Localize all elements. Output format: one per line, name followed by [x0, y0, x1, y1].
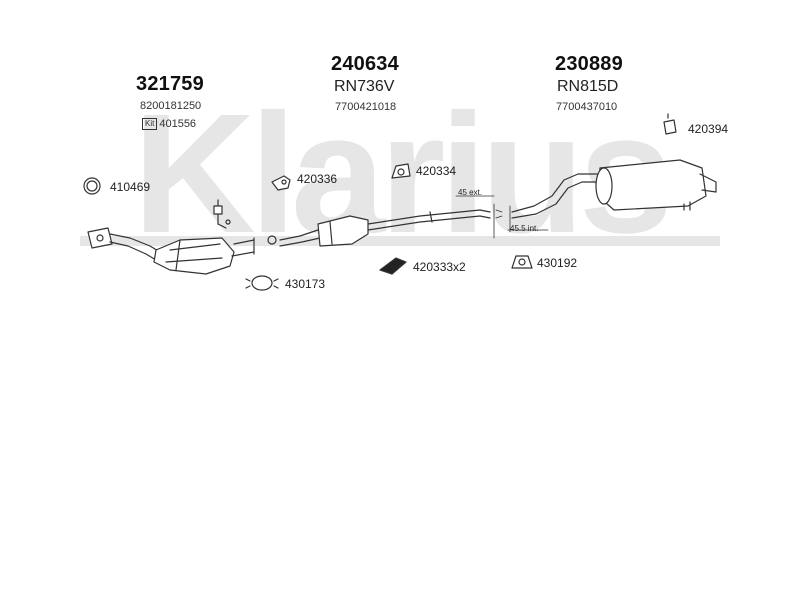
bracket-420336-icon [271, 175, 291, 191]
hanger-420394-icon [663, 113, 677, 135]
oe-number-7700421018: 7700421018 [335, 101, 397, 113]
lambda-sensor-icon [213, 199, 231, 229]
mount-420334-icon [391, 163, 411, 179]
clamp-430173-icon [245, 275, 279, 291]
ring-icon [267, 235, 277, 245]
part-number-230889: 230889 [555, 53, 623, 75]
fitting-label-420334: 420334 [416, 164, 457, 178]
fitting-label-430173: 430173 [285, 277, 326, 291]
rear-silencer-icon [511, 159, 717, 219]
kit-badge: Kit [142, 118, 158, 130]
ref-rn815d: RN815D [557, 78, 619, 95]
centre-silencer-icon [279, 209, 491, 247]
catalytic-converter-icon [109, 233, 255, 275]
fitting-label-420336: 420336 [297, 172, 338, 186]
oe-number-8200181250: 8200181250 [140, 100, 202, 112]
ref-rn736v: RN736V [334, 78, 395, 95]
ring-410469-icon [83, 177, 101, 195]
kit-number: 401556 [159, 118, 197, 130]
oe-number-7700437010: 7700437010 [556, 101, 618, 113]
fitting-label-410469: 410469 [110, 180, 151, 194]
front-flange-icon [87, 227, 113, 249]
dimension-markers-icon [455, 195, 549, 239]
mount-430192-icon [511, 255, 533, 269]
rubber-strip-420333-icon [379, 257, 407, 275]
fitting-label-420394: 420394 [688, 122, 729, 136]
fitting-label-430192: 430192 [537, 256, 578, 270]
part-number-240634: 240634 [331, 53, 399, 75]
dimension-ext-label: 45 ext. [458, 188, 483, 197]
dimension-int-label: 45.5 int. [510, 224, 539, 233]
fitting-label-420333x2: 420333x2 [413, 260, 466, 274]
part-number-321759: 321759 [136, 73, 204, 95]
